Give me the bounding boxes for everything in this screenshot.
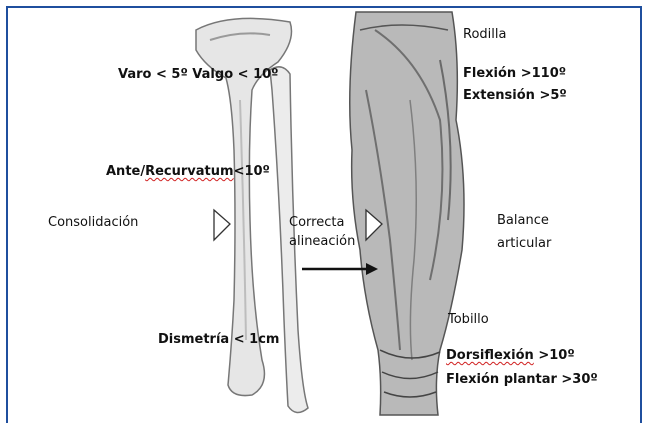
label-balance: Balance [497, 213, 549, 229]
label-ante-suffix: <10º [234, 164, 270, 179]
label-dorsiflexion-word: Dorsiflexión [446, 348, 534, 363]
label-flexion-plantar: Flexión plantar >30º [446, 372, 598, 388]
label-consolidacion: Consolidación [48, 215, 138, 231]
label-flexion: Flexión >110º [463, 66, 566, 82]
label-dorsiflexion: Dorsiflexión >10º [446, 348, 575, 364]
triangle-marker-left [214, 210, 230, 240]
label-dismetria: Dismetría < 1cm [158, 332, 279, 348]
label-varo-valgo: Varo < 5º Valgo < 10º [118, 67, 279, 83]
label-dorsiflexion-suffix: >10º [534, 348, 575, 363]
label-articular: articular [497, 236, 551, 252]
label-recurvatum: Recurvatum [145, 164, 233, 179]
label-correcta: Correcta [289, 215, 344, 231]
label-rodilla: Rodilla [463, 27, 506, 43]
label-tobillo: Tobillo [448, 312, 489, 328]
right-arrow [302, 263, 378, 275]
label-extension: Extensión >5º [463, 88, 567, 104]
label-ante-recurvatum: Ante/Recurvatum<10º [106, 164, 270, 180]
label-ante-prefix: Ante/ [106, 164, 145, 179]
label-alineacion: alineación [289, 234, 355, 250]
